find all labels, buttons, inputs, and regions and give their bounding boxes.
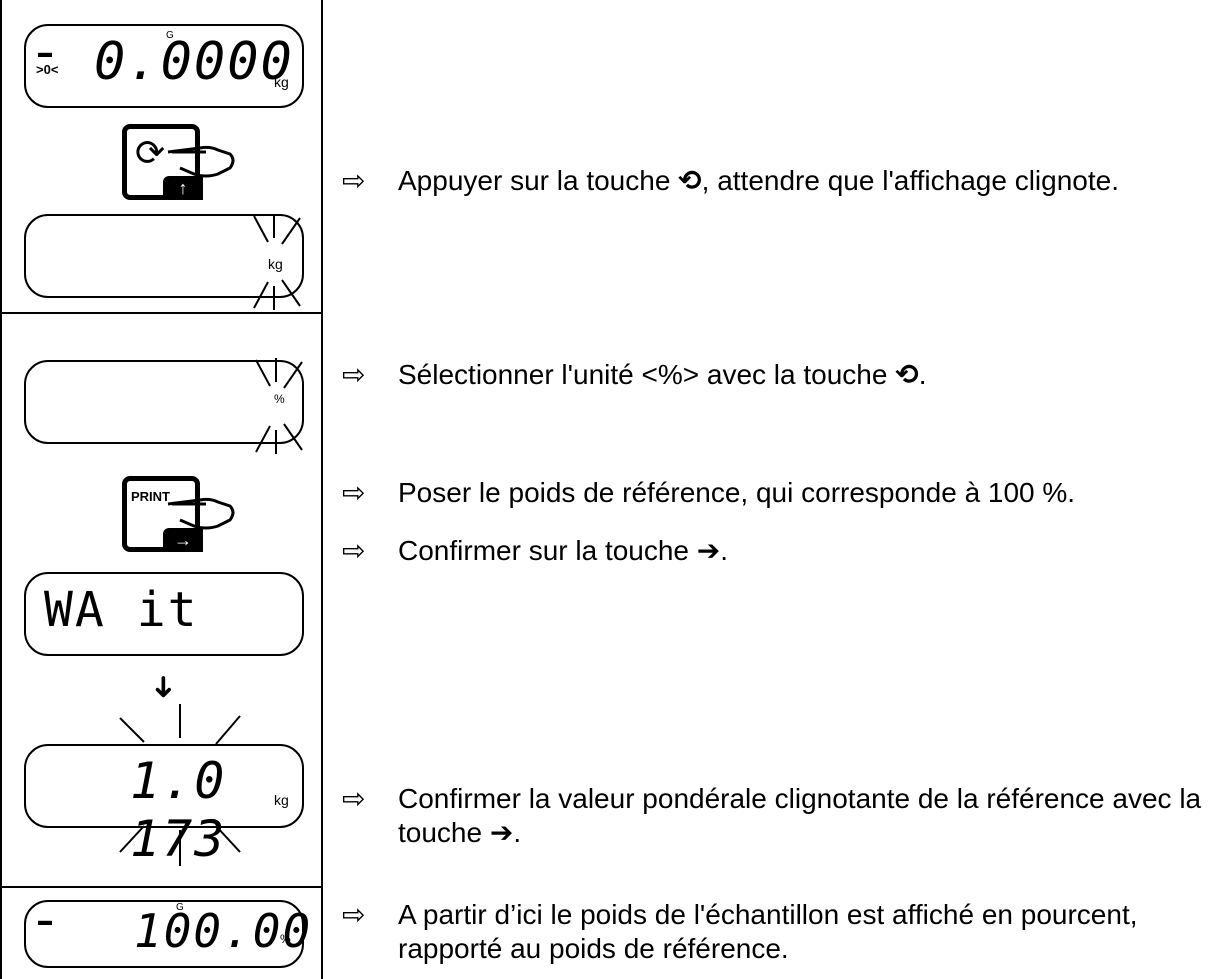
table-row-divider-1 [0,312,323,314]
pressing-finger-icon [167,497,235,530]
step-arrow-icon: ⇨ [342,534,366,567]
table-border-left [0,0,2,979]
tare-key-symbol-icon: ⟲ [895,358,919,391]
tare-key[interactable]: ⟳ ↑ [122,124,203,200]
stable-indicator-icon: ▬ [38,44,52,60]
print-key[interactable]: PRINT → [122,476,203,552]
display-unit: kg [268,256,283,272]
step-arrow-icon: ⇨ [342,164,366,197]
stable-indicator-icon: ▬ [38,912,52,928]
lcd-display-reference-value: 1.0 173 kg [24,744,304,868]
display-unit: % [280,932,291,946]
lcd-display-percent-result: ▬ G 100.00 % [24,900,310,968]
step-text: . [918,359,927,390]
print-key-label: PRINT [131,489,170,504]
step-arrow-icon: ⇨ [342,782,366,815]
lcd-display-blinking-percent: % [24,360,304,444]
g-mark: G [176,902,184,913]
lcd-display-zero: ▬ >0< G 0.0000 kg [24,24,304,108]
display-unit: % [274,392,285,406]
step-text: Poser le poids de référence, qui corresp… [398,477,1076,508]
right-arrow-key-symbol-icon: ➔ [489,816,514,849]
lcd-display-blinking-kg: kg [24,214,304,298]
blink-rays [255,358,303,454]
table-row-divider-2 [0,886,323,888]
right-arrow-icon: → [163,528,203,552]
step-text: Confirmer sur la touche [398,535,697,566]
pressing-finger-icon [167,145,235,178]
display-value: 1.0 173 [130,752,227,868]
display-value: 0.0000 [94,32,294,92]
step-arrow-icon: ⇨ [342,476,366,509]
display-value: 100.00 [134,904,313,958]
blink-rays [119,704,241,866]
blink-rays [253,214,301,310]
step-text: Appuyer sur la touche [398,165,679,196]
step-text: . [720,535,729,566]
step-text: . [513,817,522,848]
right-arrow-key-symbol-icon: ➔ [696,534,721,567]
display-unit: kg [274,74,289,90]
step-text: , attendre que l'affichage clignote. [701,165,1119,196]
step-text: A partir d’ici le poids de l'échantillon… [398,899,1138,964]
table-border-mid [321,0,323,979]
step-arrow-icon: ⇨ [342,358,366,391]
refresh-arrows-icon: ⟳ [135,133,166,174]
step-text: Confirmer la valeur pondérale clignotant… [398,783,1202,848]
g-mark: G [166,30,174,41]
zero-indicator: >0< [36,62,59,77]
display-value: WA it [44,582,199,638]
up-arrow-icon: ↑ [163,176,203,200]
step-text: Sélectionner l'unité <%> avec la touche [398,359,896,390]
display-unit: kg [274,792,289,808]
step-arrow-icon: ⇨ [342,898,366,931]
lcd-display-wait: WA it [24,572,304,656]
tare-key-symbol-icon: ⟲ [678,164,702,197]
